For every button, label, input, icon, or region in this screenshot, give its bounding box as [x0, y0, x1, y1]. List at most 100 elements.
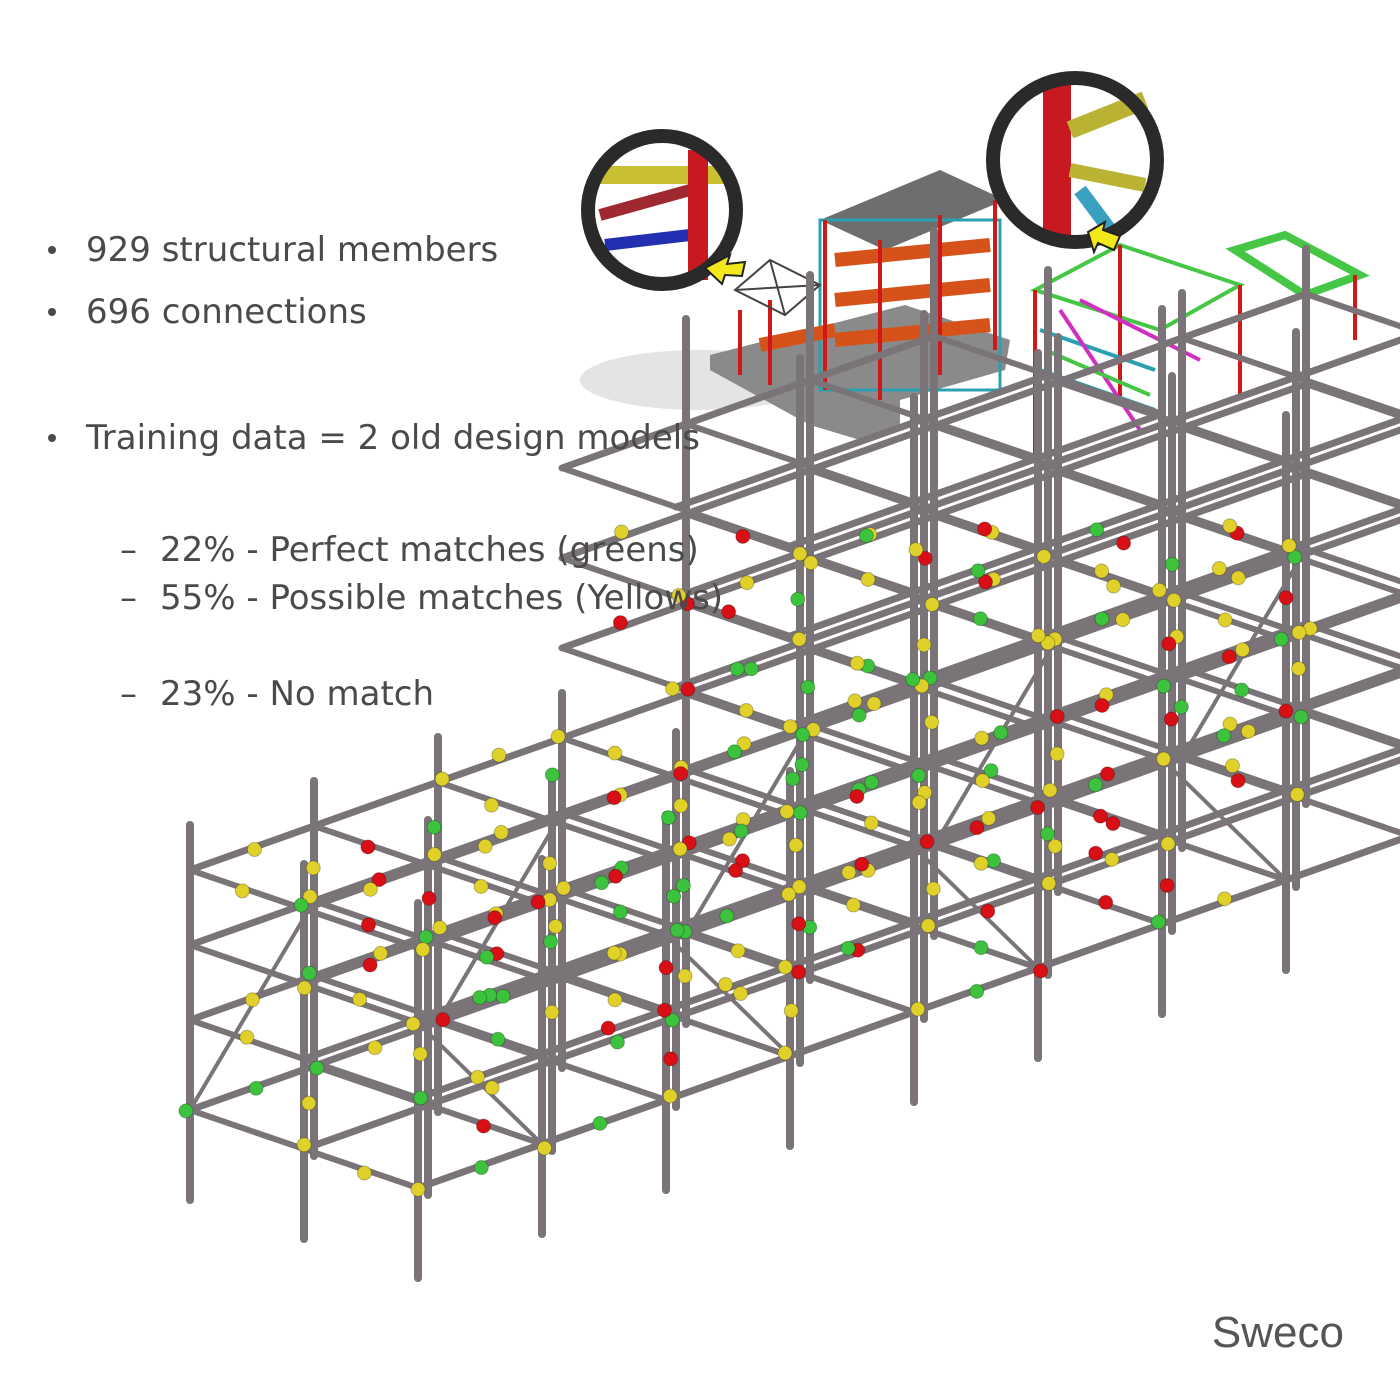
possible-match-marker — [866, 696, 882, 712]
possible-match-marker — [779, 804, 795, 820]
bullet-dot — [48, 308, 56, 316]
possible-match-marker — [924, 596, 940, 612]
possible-match-marker — [434, 771, 450, 787]
possible-match-marker — [1094, 563, 1110, 579]
possible-match-marker — [477, 838, 493, 854]
perfect-match-marker — [911, 768, 927, 784]
possible-match-marker — [924, 714, 940, 730]
steel-member — [1303, 621, 1400, 660]
perfect-match-marker — [743, 661, 759, 677]
perfect-match-marker — [666, 888, 682, 904]
possible-match-marker — [244, 992, 260, 1008]
perfect-match-marker — [1216, 728, 1232, 744]
possible-match-marker — [1042, 782, 1058, 798]
steel-member — [1055, 634, 1289, 718]
no-match-marker — [421, 890, 437, 906]
steel-member — [664, 933, 792, 1058]
steel-member — [786, 410, 1166, 550]
no-match-marker — [487, 910, 503, 926]
possible-match-marker — [1049, 746, 1065, 762]
perfect-match-marker — [609, 1034, 625, 1050]
perfect-match-marker — [660, 810, 676, 826]
possible-match-marker — [607, 992, 623, 1008]
possible-match-marker — [607, 745, 623, 761]
possible-match-marker — [910, 1001, 926, 1017]
no-match-marker — [1030, 799, 1046, 815]
perfect-match-marker — [473, 1160, 489, 1176]
perfect-match-marker — [993, 725, 1009, 741]
steel-members — [186, 227, 1400, 1282]
possible-match-marker — [920, 918, 936, 934]
no-match-marker — [977, 521, 993, 537]
perfect-match-marker — [729, 661, 745, 677]
possible-match-marker — [1036, 548, 1052, 564]
perfect-match-marker — [719, 908, 735, 924]
no-match-marker — [728, 863, 744, 879]
perfect-match-marker — [479, 949, 495, 965]
possible-match-marker — [1235, 642, 1251, 658]
perfect-match-marker — [800, 679, 816, 695]
steel-member — [559, 465, 793, 549]
steel-member — [1303, 381, 1400, 420]
possible-match-marker — [1040, 635, 1056, 651]
perfect-match-marker — [594, 875, 610, 891]
possible-match-marker — [296, 980, 312, 996]
possible-match-marker — [493, 824, 509, 840]
no-match-marker — [1100, 766, 1116, 782]
no-match-marker — [1230, 773, 1246, 789]
perfect-match-marker — [1173, 699, 1189, 715]
perfect-match-marker — [1293, 709, 1309, 725]
possible-match-marker — [916, 637, 932, 653]
no-match-marker — [791, 964, 807, 980]
possible-match-marker — [1166, 592, 1182, 608]
possible-match-marker — [1217, 891, 1233, 907]
perfect-match-marker — [669, 922, 685, 938]
possible-match-marker — [410, 1181, 426, 1197]
perfect-match-marker — [418, 929, 434, 945]
perfect-match-marker — [1234, 682, 1250, 698]
possible-match-marker — [860, 571, 876, 587]
steel-member — [683, 421, 917, 505]
no-match-marker — [849, 788, 865, 804]
no-match-marker — [371, 872, 387, 888]
no-match-marker — [612, 615, 628, 631]
bullet-dot — [48, 246, 56, 254]
no-match-marker — [360, 839, 376, 855]
steel-member — [912, 845, 1040, 970]
no-match-marker — [854, 856, 870, 872]
steel-member — [931, 333, 1165, 417]
possible-match-marker — [777, 959, 793, 975]
no-match-marker — [680, 681, 696, 697]
possible-match-marker — [426, 846, 442, 862]
steel-member — [311, 823, 545, 907]
possible-match-marker — [733, 986, 749, 1002]
perfect-match-marker — [794, 757, 810, 773]
possible-match-marker — [373, 945, 389, 961]
possible-match-marker — [677, 968, 693, 984]
possible-match-marker — [973, 855, 989, 871]
possible-match-marker — [974, 773, 990, 789]
no-match-marker — [608, 868, 624, 884]
steel-member — [1160, 757, 1288, 882]
no-match-marker — [969, 820, 985, 836]
possible-match-marker — [665, 681, 681, 697]
possible-match-marker — [803, 555, 819, 571]
no-match-marker — [919, 834, 935, 850]
possible-match-marker — [305, 860, 321, 876]
possible-match-marker — [1106, 578, 1122, 594]
steel-member — [1303, 291, 1400, 330]
possible-match-marker — [791, 631, 807, 647]
model-1-roof — [820, 170, 1005, 250]
possible-match-marker — [301, 1095, 317, 1111]
perfect-match-marker — [840, 940, 856, 956]
perfect-match-marker — [1164, 556, 1180, 572]
possible-match-marker — [781, 886, 797, 902]
no-match-marker — [1278, 703, 1294, 719]
possible-match-marker — [239, 1029, 255, 1045]
perfect-match-marker — [543, 934, 559, 950]
possible-match-marker — [736, 736, 752, 752]
perfect-match-marker — [309, 1060, 325, 1076]
steel-member — [435, 1019, 669, 1103]
perfect-match-marker — [864, 774, 880, 790]
